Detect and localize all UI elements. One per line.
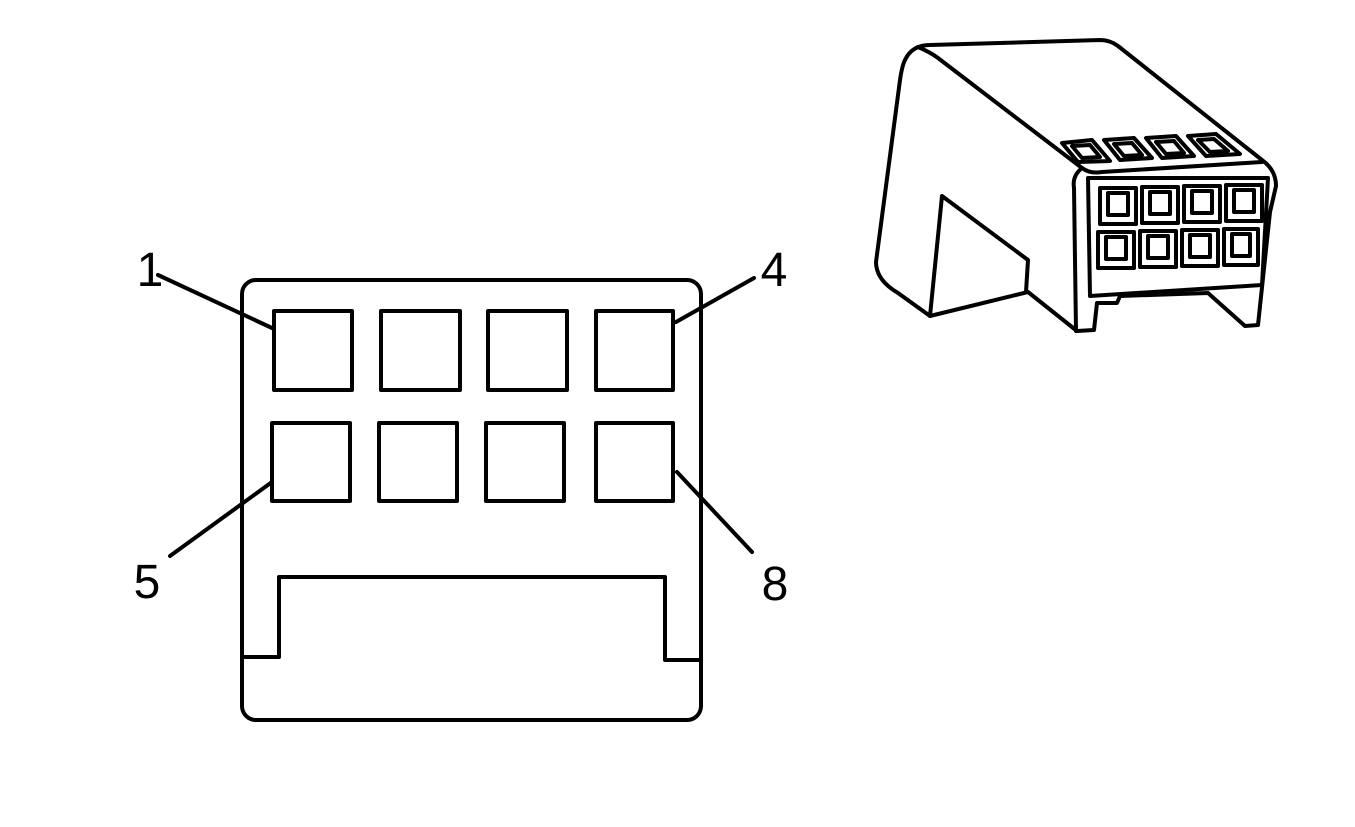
- front-cavity-6-inner: [1146, 234, 1170, 260]
- top-terminal-1: [1060, 138, 1112, 164]
- top-terminal-4-inner: [1196, 137, 1230, 154]
- top-terminal-2: [1102, 136, 1154, 162]
- front-cavity-8: [1222, 227, 1260, 267]
- front-cavity-1: [1098, 186, 1138, 226]
- top-terminal-3-inner: [1154, 139, 1186, 156]
- top-terminal-1-inner: [1070, 143, 1102, 160]
- front-cavity-3: [1182, 184, 1222, 224]
- leader-line-pin-5: [168, 480, 274, 558]
- front-cavity-6: [1138, 229, 1178, 269]
- pin-label-1: 1: [137, 244, 164, 297]
- connector-isometric-view: [874, 38, 1278, 333]
- cavity-pin-8: [594, 421, 675, 503]
- connector-face-view: 1 4 5 8: [134, 244, 789, 722]
- cavity-pin-4: [594, 309, 675, 392]
- connector-front-cavities-row-1: [1098, 183, 1264, 226]
- front-cavity-5-inner: [1104, 235, 1128, 261]
- front-cavity-2-inner: [1148, 190, 1172, 216]
- front-cavity-4: [1224, 183, 1264, 223]
- leader-line-pin-8: [675, 470, 754, 554]
- cavity-pin-7: [484, 421, 566, 503]
- front-cavity-5: [1096, 230, 1136, 270]
- cavity-pin-3: [486, 309, 569, 392]
- top-terminal-3: [1144, 134, 1196, 160]
- front-cavity-7: [1180, 228, 1220, 268]
- pin-label-4: 4: [761, 244, 788, 297]
- front-cavity-4-inner: [1232, 188, 1256, 214]
- leader-line-pin-4: [674, 276, 756, 324]
- top-terminal-2-inner: [1112, 141, 1144, 158]
- front-cavity-7-inner: [1188, 233, 1212, 259]
- connector-front-cavities-row-2: [1096, 227, 1260, 270]
- cavity-pin-2: [379, 309, 462, 392]
- cavity-pin-1: [272, 309, 354, 392]
- connector-top-terminals: [1060, 132, 1242, 164]
- connector-keyway: [242, 575, 701, 662]
- front-cavity-3-inner: [1190, 189, 1214, 215]
- top-terminal-4: [1186, 132, 1242, 158]
- cavity-pin-5: [270, 421, 352, 503]
- pin-label-8: 8: [762, 558, 789, 611]
- pin-label-5: 5: [134, 556, 161, 609]
- cavity-pin-6: [377, 421, 459, 503]
- leader-line-pin-1: [156, 273, 274, 330]
- front-cavity-1-inner: [1106, 191, 1130, 217]
- connector-side-notch: [928, 194, 1030, 318]
- front-cavity-2: [1140, 185, 1180, 225]
- connector-front-face: [1086, 176, 1270, 298]
- front-cavity-8-inner: [1230, 232, 1252, 258]
- connector-front-edge: [1071, 166, 1084, 333]
